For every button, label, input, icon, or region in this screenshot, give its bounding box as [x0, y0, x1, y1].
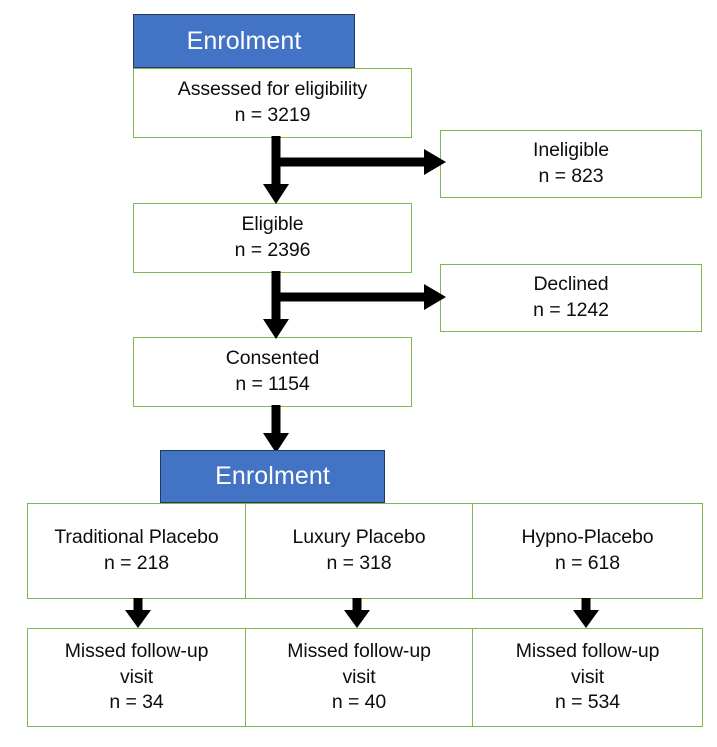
followup-3-count: n = 534 [555, 691, 620, 714]
node-assessed-count: n = 3219 [234, 104, 311, 126]
followup-box-1: Missed follow-up visit n = 34 [27, 628, 246, 727]
followup-3-label-line2: visit [570, 665, 605, 688]
followup-box-3: Missed follow-up visit n = 534 [472, 628, 703, 727]
header-enrolment-top: Enrolment [133, 14, 355, 68]
arm-1-label: Traditional Placebo [54, 526, 219, 549]
arm-1-count: n = 218 [104, 552, 169, 574]
arm-2-label: Luxury Placebo [292, 526, 426, 549]
node-ineligible-count: n = 823 [538, 165, 604, 187]
node-eligible-count: n = 2396 [234, 239, 311, 261]
followup-2-label-line2: visit [342, 665, 376, 688]
node-declined: Declined n = 1242 [440, 264, 702, 332]
arm-3-label: Hypno-Placebo [521, 526, 654, 549]
followup-1-label-line2: visit [119, 665, 154, 688]
arm-box-1: Traditional Placebo n = 218 [27, 503, 246, 599]
connector-arm-3-to-followup [570, 598, 610, 630]
connector-consented-to-allocation [260, 405, 300, 455]
connector-eligible-split [260, 271, 560, 341]
followup-box-2: Missed follow-up visit n = 40 [245, 628, 473, 727]
followup-1-count: n = 34 [109, 691, 164, 714]
header-enrolment-allocation-label: Enrolment [215, 462, 330, 490]
node-declined-count: n = 1242 [533, 299, 609, 321]
followup-2-label-line1: Missed follow-up [287, 639, 431, 662]
node-eligible: Eligible n = 2396 [133, 203, 412, 273]
followup-3-label-line1: Missed follow-up [515, 639, 660, 662]
followup-1-label-line1: Missed follow-up [64, 639, 209, 662]
followup-2-count: n = 40 [331, 691, 387, 714]
node-consented-label: Consented [225, 347, 320, 370]
header-enrolment-top-label: Enrolment [186, 26, 302, 55]
node-consented-count: n = 1154 [235, 373, 310, 395]
node-assessed-for-eligibility: Assessed for eligibility n = 3219 [133, 68, 412, 138]
node-eligible-label: Eligible [241, 213, 304, 236]
node-consented: Consented n = 1154 [133, 337, 412, 407]
header-enrolment-allocation: Enrolment [160, 450, 385, 503]
connector-assessed-split [260, 136, 560, 206]
connector-arm-1-to-followup [122, 598, 162, 630]
node-ineligible: Ineligible n = 823 [440, 130, 702, 198]
node-assessed-label: Assessed for eligibility [177, 78, 368, 101]
node-declined-label: Declined [533, 273, 609, 296]
connector-arm-2-to-followup [341, 598, 381, 630]
arm-3-count: n = 618 [555, 552, 620, 574]
arm-box-2: Luxury Placebo n = 318 [245, 503, 473, 599]
arm-box-3: Hypno-Placebo n = 618 [472, 503, 703, 599]
node-ineligible-label: Ineligible [533, 139, 609, 162]
arm-2-count: n = 318 [326, 552, 392, 574]
